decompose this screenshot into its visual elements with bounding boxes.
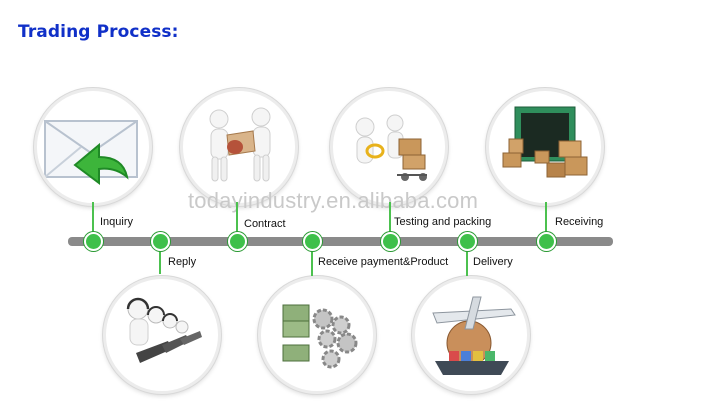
envelope-arrow-icon	[37, 91, 149, 203]
stem-inquiry	[92, 202, 94, 234]
inquiry-circle	[34, 88, 152, 206]
page-title: Trading Process:	[18, 22, 179, 42]
dot-inquiry	[84, 232, 103, 251]
step-label-payment: Receive payment&Product	[318, 256, 448, 268]
dot-testing	[381, 232, 400, 251]
stem-receiving	[545, 202, 547, 234]
plane-ship-globe-icon	[415, 279, 527, 391]
inspection-boxes-icon	[333, 91, 445, 203]
dot-contract	[228, 232, 247, 251]
timeline-bar	[68, 237, 613, 246]
payment-circle	[258, 276, 376, 394]
dot-reply	[151, 232, 170, 251]
step-label-contract: Contract	[244, 218, 286, 230]
receiving-circle	[486, 88, 604, 206]
handshake-contract-icon	[183, 91, 295, 203]
call-center-icon	[106, 279, 218, 391]
step-label-testing: Testing and packing	[394, 216, 491, 228]
money-gears-icon	[261, 279, 373, 391]
stem-contract	[236, 202, 238, 234]
dot-delivery	[458, 232, 477, 251]
container-cargo-icon	[489, 91, 601, 203]
reply-circle	[103, 276, 221, 394]
delivery-circle	[412, 276, 530, 394]
stem-testing	[389, 202, 391, 234]
step-label-delivery: Delivery	[473, 256, 513, 268]
dot-receiving	[537, 232, 556, 251]
step-label-reply: Reply	[168, 256, 196, 268]
step-label-receiving: Receiving	[555, 216, 603, 228]
dot-payment	[303, 232, 322, 251]
step-label-inquiry: Inquiry	[100, 216, 133, 228]
watermark: todayindustry.en.alibaba.com	[188, 188, 478, 214]
